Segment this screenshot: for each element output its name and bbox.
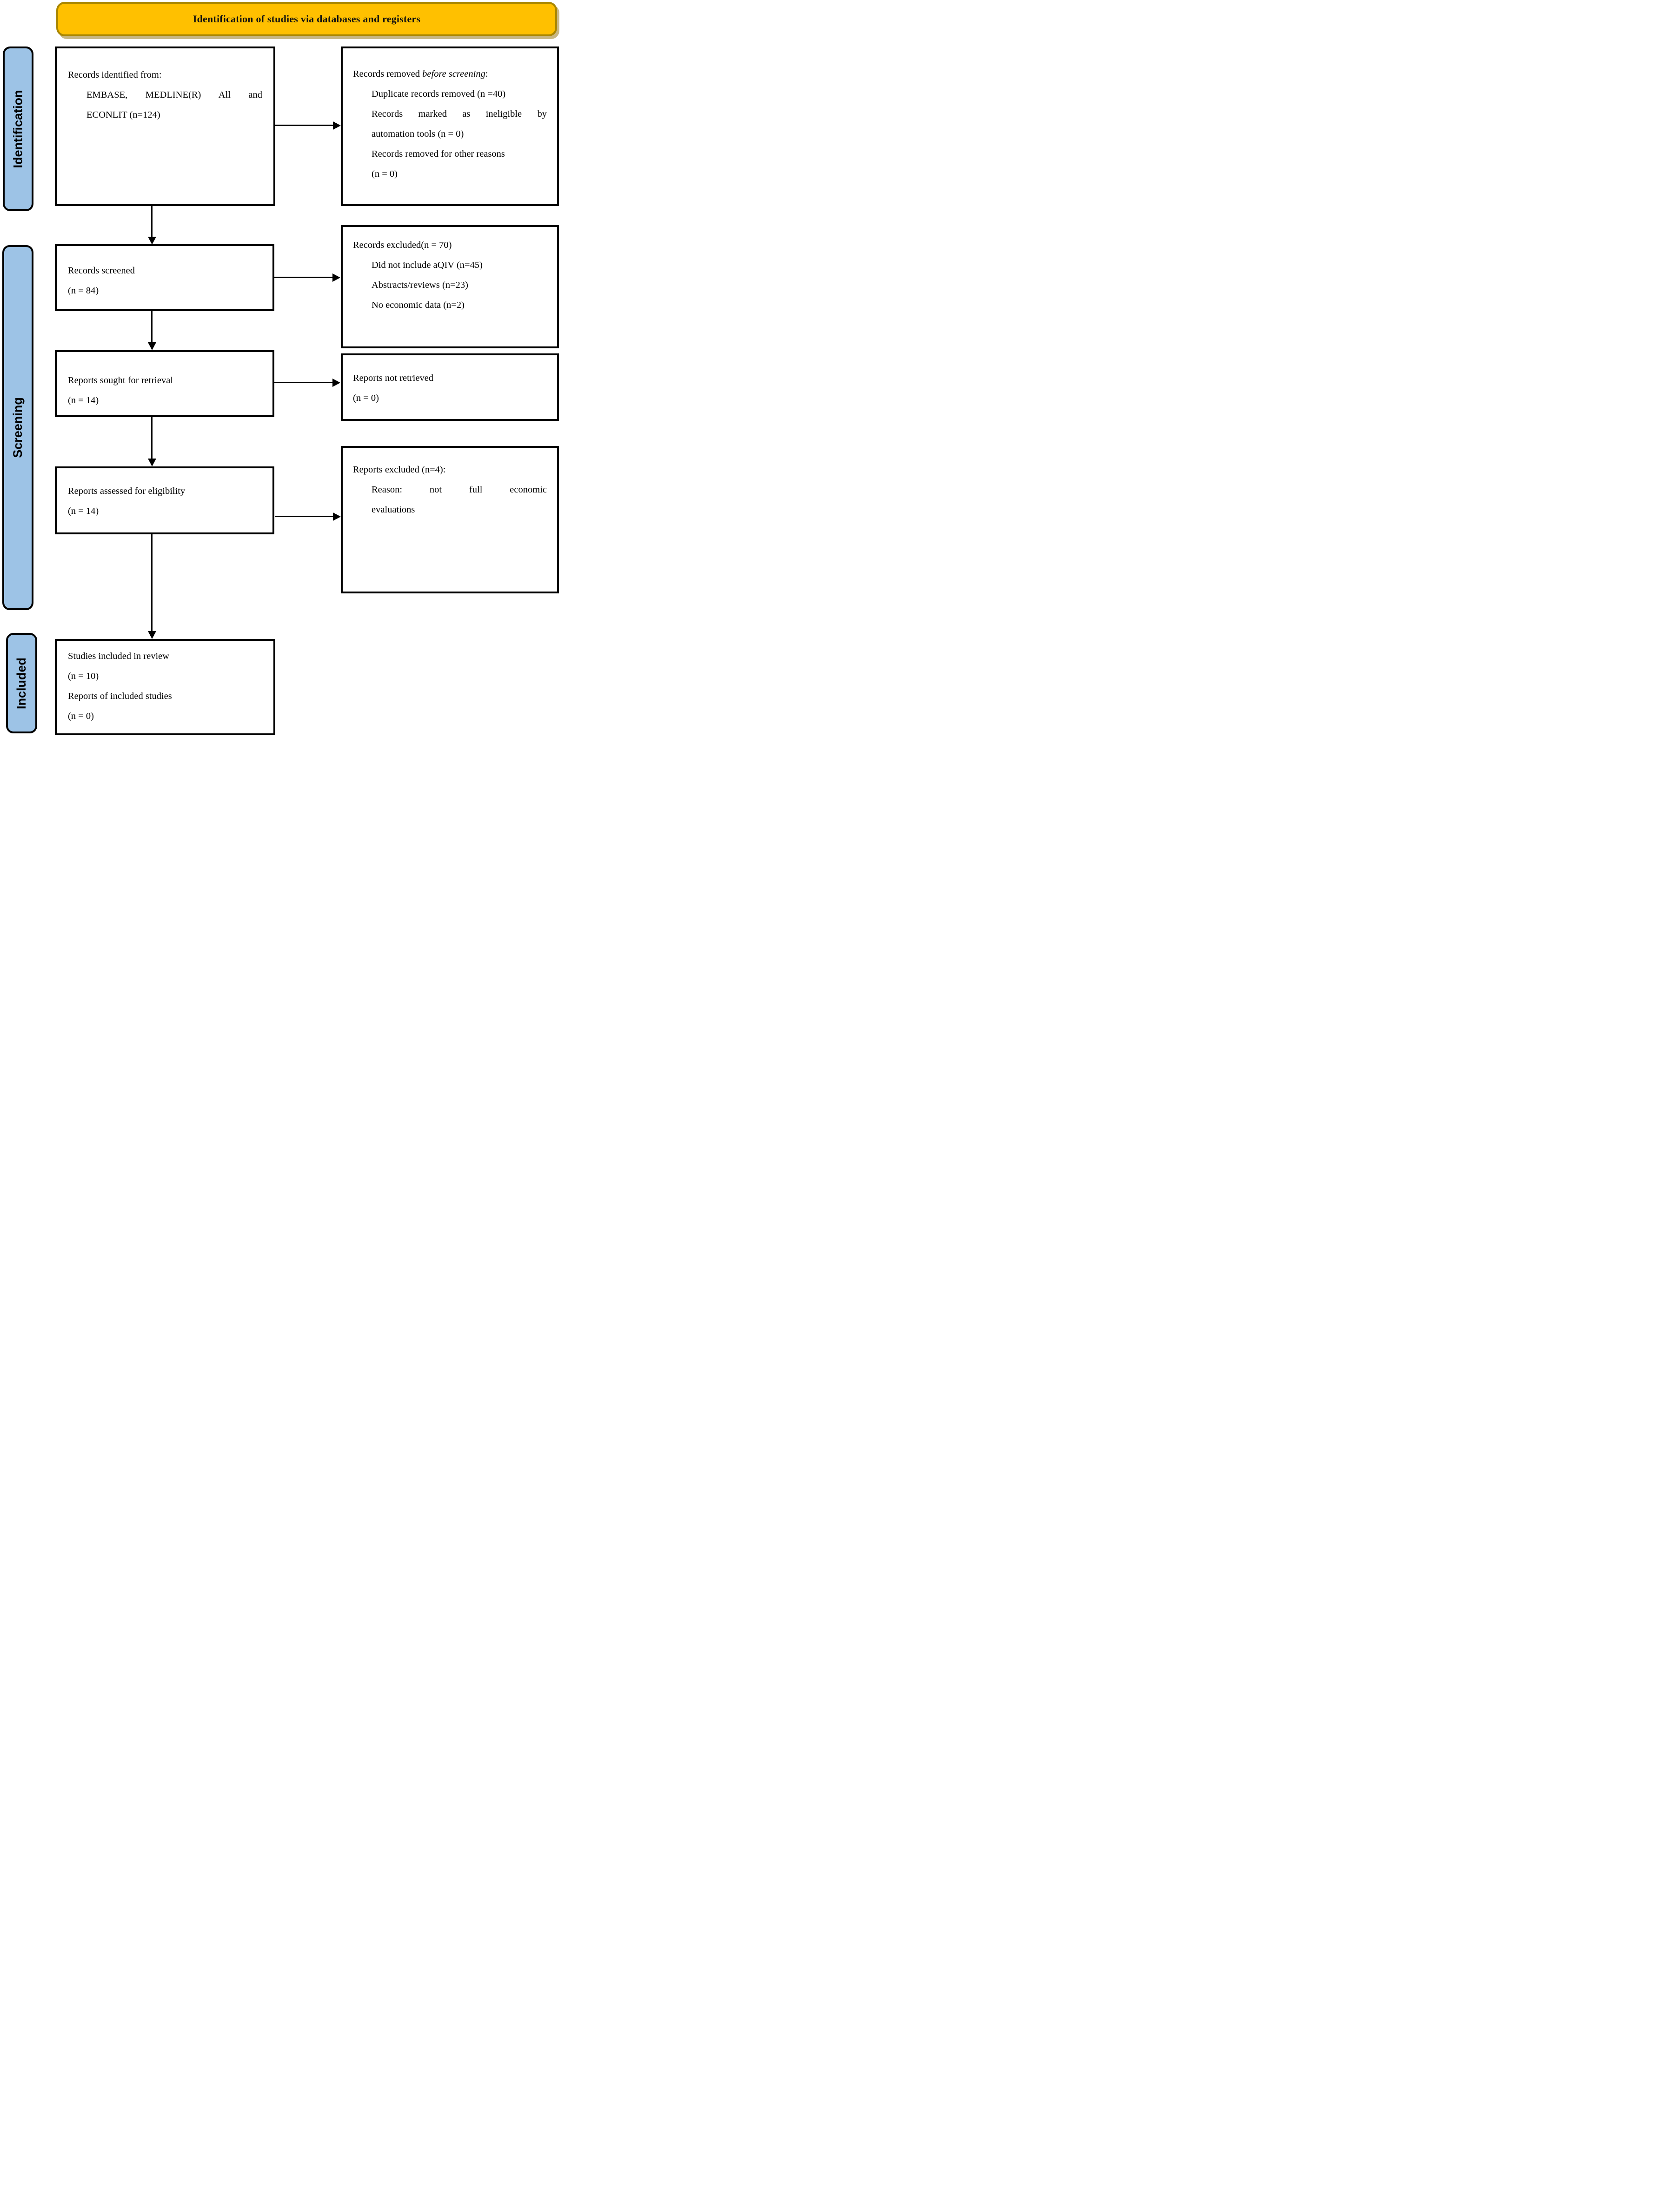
stage-label-included-text: Included [14,657,29,709]
records-removed-line: (n = 0) [372,169,398,179]
banner-title: Identification of studies via databases … [193,13,421,25]
arrow-screened-to-excluded [273,273,340,282]
records-excluded-line: Did not include aQIV (n=45) [372,260,483,270]
records-removed-heading-italic: before screening [422,69,485,79]
box-records-removed: Records removed before screening: Duplic… [341,47,559,206]
box-records-identified: Records identified from: EMBASE, MEDLINE… [55,47,275,206]
reports-assessed-line: (n = 14) [68,506,99,516]
reports-sought-line: (n = 14) [68,395,99,406]
records-identified-line: EMBASE, MEDLINE(R) All and [86,90,262,100]
prisma-flow-diagram: Identification of studies via databases … [0,0,560,736]
studies-included-line: (n = 10) [68,671,99,681]
box-reports-excluded: Reports excluded (n=4): Reason: not full… [341,446,559,593]
reports-not-retrieved-line: (n = 0) [353,393,379,403]
reports-excluded-line: Reason: not full economic [372,485,547,495]
arrow-screened-to-sought [147,311,156,350]
records-screened-line: Records screened [68,266,135,276]
arrow-sought-to-assessed [147,417,156,466]
arrow-assessed-to-excluded [275,512,341,521]
reports-excluded-heading: Reports excluded (n=4): [353,465,446,475]
records-excluded-line: Abstracts/reviews (n=23) [372,280,468,290]
box-reports-sought: Reports sought for retrieval (n = 14) [55,350,274,417]
arrow-sought-to-not-retrieved [273,378,340,387]
arrow-assessed-to-included [147,534,156,639]
records-identified-line: ECONLIT (n=124) [86,110,160,120]
records-removed-line: automation tools (n = 0) [372,129,464,139]
records-removed-line: Duplicate records removed (n =40) [372,89,506,99]
studies-included-line: Studies included in review [68,651,170,661]
records-removed-heading-prefix: Records removed [353,69,423,79]
records-removed-heading: Records removed before screening: [353,64,547,84]
studies-included-line: (n = 0) [68,711,94,721]
reports-assessed-line: Reports assessed for eligibility [68,486,186,496]
records-removed-line: Records marked as ineligible by [372,109,547,119]
box-studies-included: Studies included in review (n = 10) Repo… [55,639,275,735]
stage-label-included: Included [6,633,37,733]
reports-sought-line: Reports sought for retrieval [68,375,173,386]
arrow-identified-to-screened [147,206,156,245]
reports-not-retrieved-line: Reports not retrieved [353,373,434,383]
stage-label-screening: Screening [2,245,33,610]
records-identified-heading: Records identified from: [68,70,162,80]
reports-excluded-line: evaluations [372,505,415,515]
stage-label-identification-text: Identification [11,90,25,168]
box-reports-assessed: Reports assessed for eligibility (n = 14… [55,466,274,534]
arrow-identified-to-removed [275,121,341,130]
records-excluded-line: No economic data (n=2) [372,300,465,310]
stage-label-identification: Identification [3,47,33,211]
box-reports-not-retrieved: Reports not retrieved (n = 0) [341,353,559,421]
banner: Identification of studies via databases … [56,2,557,36]
records-screened-line: (n = 84) [68,286,99,296]
records-removed-heading-suffix: : [485,69,488,79]
box-records-screened: Records screened (n = 84) [55,244,274,311]
studies-included-line: Reports of included studies [68,691,172,701]
records-removed-line: Records removed for other reasons [372,149,505,159]
records-excluded-heading: Records excluded(n = 70) [353,240,452,250]
box-records-excluded: Records excluded(n = 70) Did not include… [341,225,559,348]
stage-label-screening-text: Screening [11,397,25,458]
